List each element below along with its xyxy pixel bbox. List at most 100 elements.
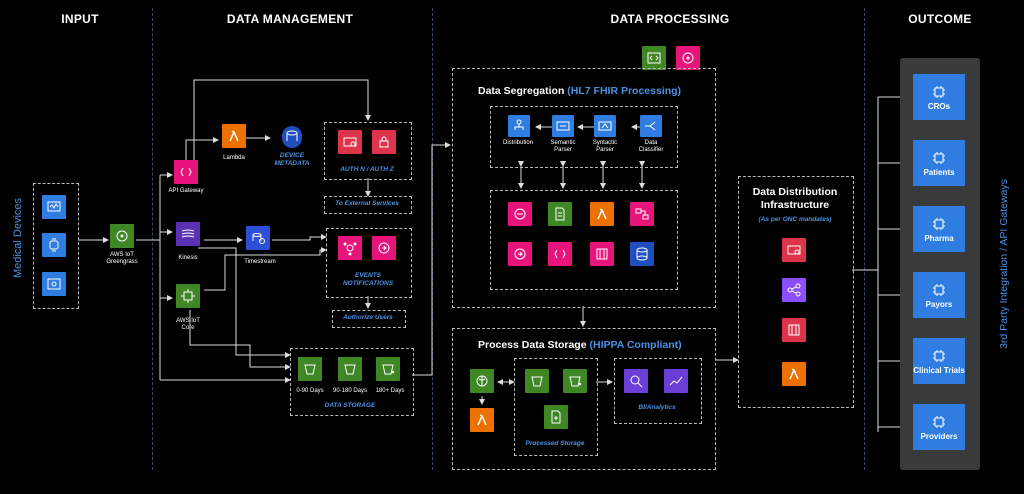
semantic-parser-label: Semantic Parser — [550, 140, 576, 153]
storage-tier-label: 0-90 Days — [296, 388, 324, 394]
data-classifier-label: Data Classifier — [638, 140, 664, 153]
api-gateway-icon — [548, 242, 572, 266]
data-segregation-title: Data Segregation (HL7 FHIR Processing) — [478, 85, 682, 97]
authorize-users-group — [332, 310, 406, 328]
semantic-parser-icon — [552, 115, 574, 137]
section-input: INPUT — [61, 12, 99, 26]
iot-core-icon — [176, 284, 200, 308]
api-chip-icon — [933, 283, 945, 296]
gateway-icon — [590, 242, 614, 266]
bi-analytics-label: BI/Analytics — [638, 404, 676, 411]
step-functions-icon — [630, 202, 654, 226]
outcome-label: Payors — [925, 299, 953, 309]
data-storage-group — [290, 348, 414, 416]
data-classifier-icon — [640, 115, 662, 137]
certificate-icon — [782, 238, 806, 262]
search-analytics-icon — [624, 369, 648, 393]
api-gateway-label: API Gateway — [168, 188, 204, 194]
outcome-item-clinical-trials: Clinical Trials — [913, 338, 965, 384]
outcome-item-providers: Providers — [913, 404, 965, 450]
syntactic-parser-icon — [594, 115, 616, 137]
outcome-label: Clinical Trials — [913, 365, 965, 375]
gear-network-icon — [676, 46, 700, 70]
lambda-icon — [782, 362, 806, 386]
outcome-item-pharma: Pharma — [913, 206, 965, 252]
lambda-icon — [590, 202, 614, 226]
greengrass-icon — [110, 224, 134, 248]
api-gateway-icon — [174, 160, 198, 184]
greengrass-label: AWS IoT Greengrass — [106, 252, 138, 265]
brain-icon — [470, 369, 494, 393]
database-icon — [282, 126, 302, 148]
section-outcome: OUTCOME — [908, 12, 972, 26]
monitor-device-icon — [42, 195, 66, 219]
outcome-label: Pharma — [924, 233, 954, 243]
outcome-panel — [900, 58, 980, 470]
eventbridge-icon — [508, 242, 532, 266]
auth-certificate-icon — [338, 130, 362, 154]
authorize-users-label: Authorize Users — [343, 314, 393, 321]
api-chip-icon — [933, 415, 945, 428]
outcome-label: CROs — [927, 101, 951, 111]
process-data-storage-group — [452, 328, 716, 470]
distribution-label: Distribution — [502, 140, 533, 146]
bucket-icon — [525, 369, 549, 393]
wearable-device-icon — [42, 233, 66, 257]
api-chip-icon — [933, 349, 945, 362]
device-metadata-label: DEVICE METADATA — [274, 152, 310, 167]
events-icon — [338, 236, 362, 260]
storage-tier-label: 180+ Days — [375, 388, 405, 394]
bucket-icon — [298, 357, 322, 381]
storage-tier-label: 90-180 Days — [332, 388, 368, 394]
outcome-label: Providers — [920, 431, 958, 441]
processed-storage-label: Processed Storage — [525, 440, 585, 447]
distribution-icon — [508, 115, 530, 137]
outcome-label: Patients — [923, 167, 955, 177]
events-label: EVENTS NOTIFICATIONS — [342, 272, 394, 287]
kinesis-icon — [176, 222, 200, 246]
data-segregation-group — [452, 68, 716, 308]
section-data-processing: DATA PROCESSING — [610, 12, 730, 26]
outcome-item-patients: Patients — [913, 140, 965, 186]
gateway-icon — [782, 318, 806, 342]
kinesis-label: Kinesis — [178, 255, 198, 261]
bi-analytics-group — [614, 358, 702, 424]
data-storage-label: DATA STORAGE — [324, 402, 376, 409]
lambda-icon — [470, 408, 494, 432]
lambda-label: Lambda — [223, 155, 245, 161]
api-chip-icon — [933, 85, 945, 98]
parser-pipeline-group — [490, 106, 678, 168]
auth-group — [324, 122, 412, 180]
divider — [152, 8, 153, 470]
iot-core-label: AWS IoT Core — [176, 318, 200, 331]
process-storage-title: Process Data Storage (HIPPA Compliant) — [478, 339, 682, 351]
distribution-title: Data Distribution Infrastructure — [752, 186, 838, 211]
distribution-subtitle: (As per ONC mandates) — [758, 216, 832, 223]
auth-label: AUTH N / AUTH Z — [340, 166, 394, 173]
lambda-icon — [222, 124, 246, 148]
api-gateways-label: 3rd Party Integration / API Gateways — [998, 179, 1010, 349]
bucket-icon — [338, 357, 362, 381]
devices-group — [33, 183, 79, 309]
outcome-item-cros: CROs — [913, 74, 965, 120]
timestream-icon — [246, 226, 270, 250]
services-grid-group — [490, 190, 678, 290]
distribution-group — [738, 176, 854, 408]
document-icon — [548, 202, 572, 226]
quicksight-icon — [664, 369, 688, 393]
external-services-group — [324, 196, 412, 214]
glacier-bucket-icon — [376, 357, 400, 381]
service-icon — [508, 202, 532, 226]
glacier-bucket-icon — [563, 369, 587, 393]
external-services-label: To External Services — [335, 200, 399, 207]
timestream-label: Timestream — [244, 259, 276, 265]
divider — [864, 8, 865, 470]
auth-lock-icon — [372, 130, 396, 154]
processed-storage-group — [514, 358, 598, 456]
syntactic-parser-label: Syntactic Parser — [592, 140, 618, 153]
cloud-code-icon — [642, 46, 666, 70]
events-group — [326, 228, 412, 298]
api-chip-icon — [933, 151, 945, 164]
